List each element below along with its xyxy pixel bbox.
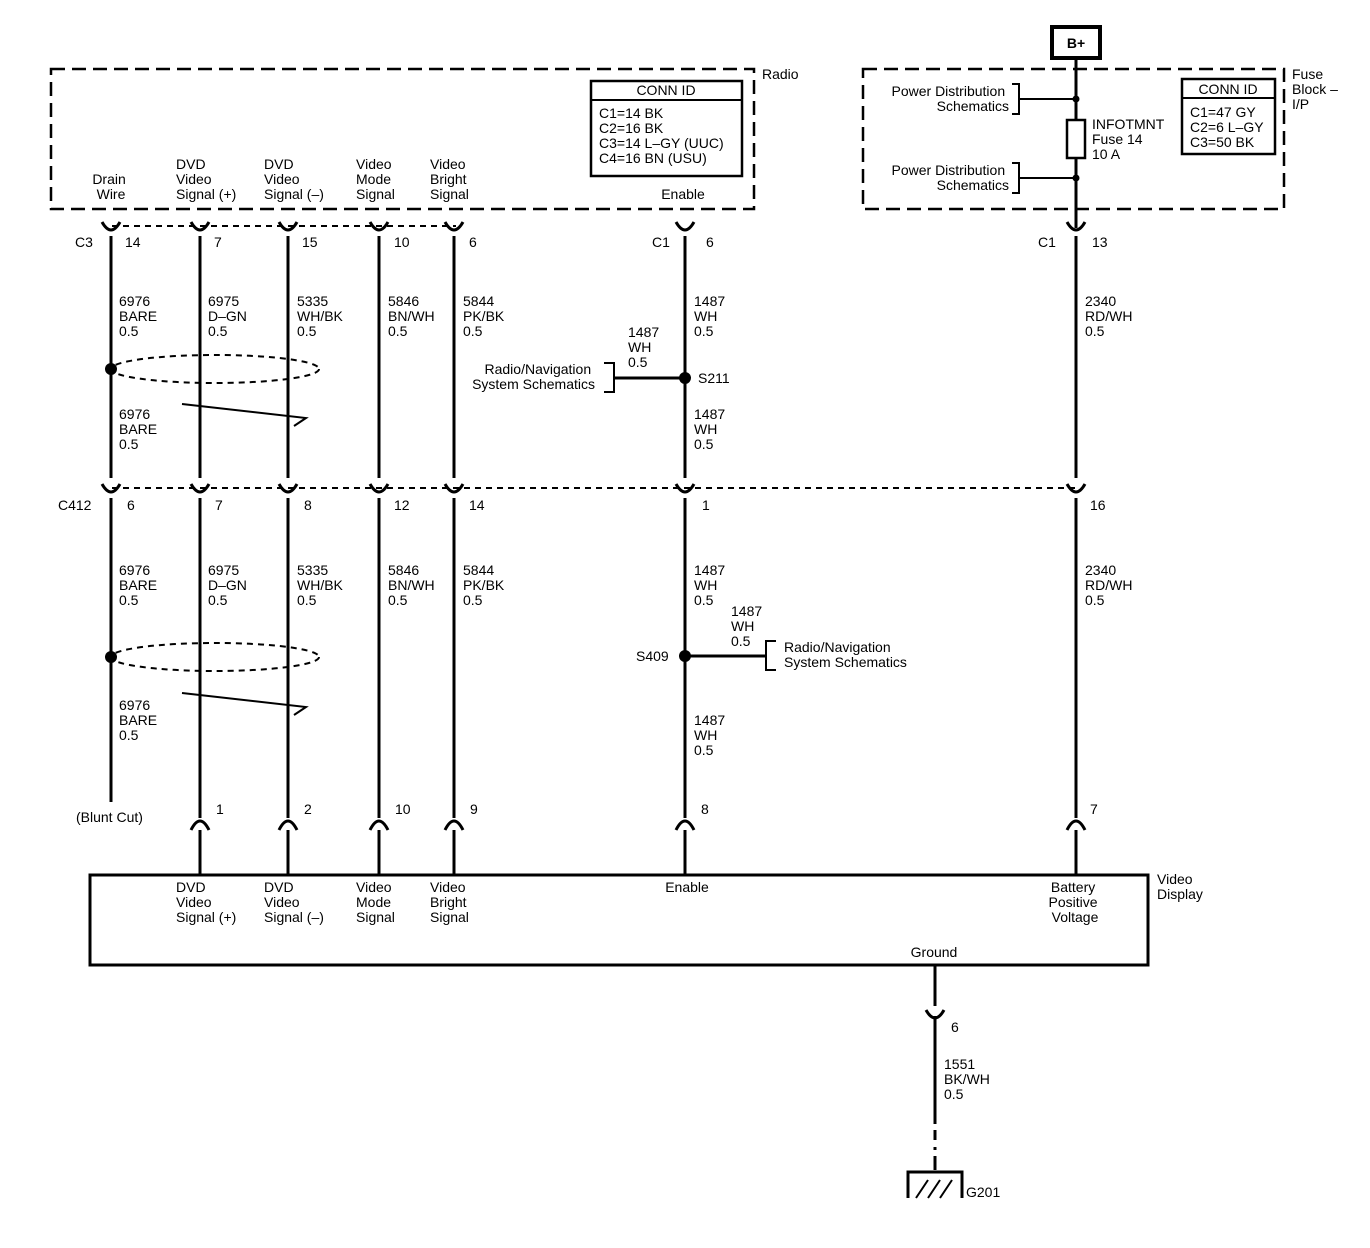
radio-pin-label-video-mode: Video Mode Signal xyxy=(356,156,395,202)
display-pin: 9 xyxy=(470,801,478,817)
c1-enable-label: C1 xyxy=(652,234,670,250)
display-pin: 10 xyxy=(395,801,411,817)
c412-label: C412 xyxy=(58,497,92,513)
display-label-enable: Enable xyxy=(665,879,709,895)
display-label-dvd-pos: DVD Video Signal (+) xyxy=(176,879,236,925)
c412-pin: 8 xyxy=(304,497,312,513)
battery-box xyxy=(1050,25,1102,60)
c3-pin: 14 xyxy=(125,234,141,250)
c1-enable-pin: 6 xyxy=(706,234,714,250)
fuse-conn-id-title: CONN ID xyxy=(1198,81,1257,97)
display-pin: 8 xyxy=(701,801,709,817)
ground-ref-label: G201 xyxy=(966,1184,1000,1200)
radio-conn-id-row: C3=14 L–GY (UUC) xyxy=(599,135,724,151)
connector-cups-c412 xyxy=(100,483,1087,494)
c3-pin: 6 xyxy=(469,234,477,250)
connector-cups-top xyxy=(100,221,1087,232)
c3-label: C3 xyxy=(75,234,93,250)
display-label-video-bright: Video Bright Signal xyxy=(430,879,470,925)
fuse-conn-id-row: C1=47 GY xyxy=(1190,104,1256,120)
fuse-block-label: Fuse Block – I/P xyxy=(1292,66,1342,112)
splice-s211-label: S211 xyxy=(698,370,730,386)
c412-pin: 12 xyxy=(394,497,410,513)
fuse-label: INFOTMNT Fuse 14 10 A xyxy=(1092,116,1168,162)
power-distribution-bottom: Power Distribution Schematics xyxy=(892,162,1010,193)
radio-pin-label-dvd-neg: DVD Video Signal (–) xyxy=(264,156,324,202)
c412-pin: 6 xyxy=(127,497,135,513)
c3-pin: 15 xyxy=(302,234,318,250)
radio-pin-label-enable: Enable xyxy=(661,186,705,202)
radio-conn-id-row: C2=16 BK xyxy=(599,120,664,136)
fuse-conn-id-row: C2=6 L–GY xyxy=(1190,119,1264,135)
c412-pin: 14 xyxy=(469,497,485,513)
ground-icon xyxy=(906,1170,964,1199)
fuse-conn-id-box xyxy=(1180,77,1277,156)
c1-battery-pin: 13 xyxy=(1092,234,1108,250)
radio-pin-label-video-bright: Video Bright Signal xyxy=(430,156,470,202)
radio-nav-lower: Radio/Navigation System Schematics xyxy=(784,639,907,670)
battery-label: B+ xyxy=(1067,35,1085,51)
video-display-label: Video Display xyxy=(1157,871,1203,902)
display-label-video-mode: Video Mode Signal xyxy=(356,879,395,925)
ground-pin: 6 xyxy=(951,1019,959,1035)
radio-conn-id-box xyxy=(589,79,744,178)
c412-pin: 7 xyxy=(215,497,223,513)
wire-label-ground: 1551 BK/WH 0.5 xyxy=(944,1056,994,1102)
display-pin: 2 xyxy=(304,801,312,817)
shield-symbol-lower xyxy=(105,642,320,716)
radio-label: Radio xyxy=(762,66,799,82)
video-display-box xyxy=(88,873,1150,967)
connector-cups-display xyxy=(189,819,1087,831)
radio-nav-upper: Radio/Navigation System Schematics xyxy=(472,361,595,392)
radio-pin-label-dvd-pos: DVD Video Signal (+) xyxy=(176,156,236,202)
blunt-cut-label: (Blunt Cut) xyxy=(76,809,143,825)
shield-symbol-upper xyxy=(105,354,320,427)
radio-conn-id-title: CONN ID xyxy=(636,82,695,98)
radio-conn-id-row: C1=14 BK xyxy=(599,105,664,121)
radio-pin-label-drain: Drain Wire xyxy=(92,171,129,202)
display-pin: 7 xyxy=(1090,801,1098,817)
c412-pin: 1 xyxy=(702,497,710,513)
fuse-conn-id-row: C3=50 BK xyxy=(1190,134,1255,150)
c3-pin: 7 xyxy=(214,234,222,250)
c412-pin: 16 xyxy=(1090,497,1106,513)
c3-pin: 10 xyxy=(394,234,410,250)
splice-s409-label: S409 xyxy=(636,648,669,664)
display-pin: 1 xyxy=(216,801,224,817)
c1-battery-label: C1 xyxy=(1038,234,1056,250)
fuse-block-outline xyxy=(861,67,1286,211)
fuse-symbol xyxy=(1065,118,1087,160)
display-label-ground: Ground xyxy=(911,944,958,960)
display-label-battery: Battery Positive Voltage xyxy=(1049,879,1102,925)
radio-conn-id-row: C4=16 BN (USU) xyxy=(599,150,707,166)
display-label-dvd-neg: DVD Video Signal (–) xyxy=(264,879,324,925)
power-distribution-top: Power Distribution Schematics xyxy=(892,83,1010,114)
